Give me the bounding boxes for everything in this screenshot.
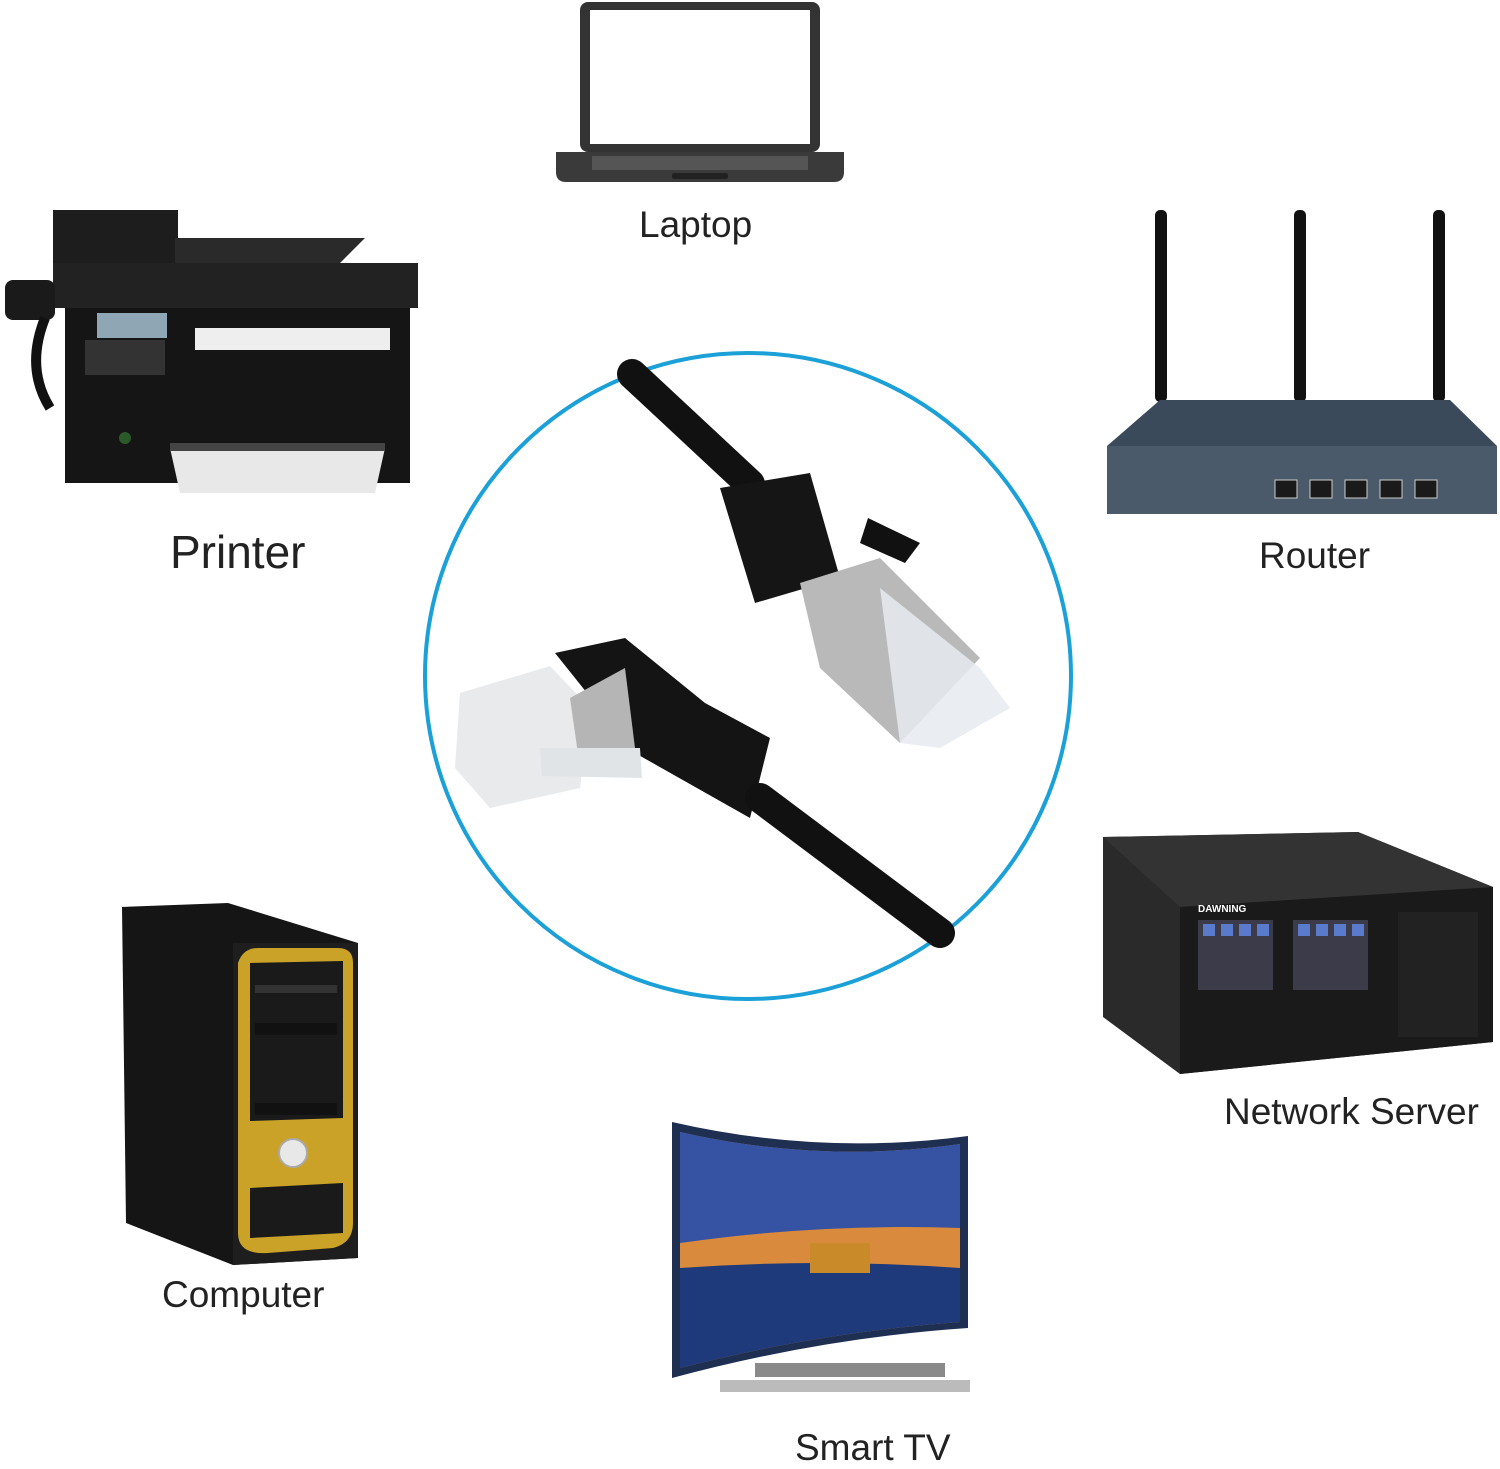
- tv-icon: [660, 1118, 972, 1403]
- computer-icon: [118, 903, 363, 1268]
- laptop-icon: [552, 0, 848, 186]
- router-icon: [1105, 208, 1500, 518]
- computer-label: Computer: [162, 1274, 325, 1315]
- printer-label: Printer: [170, 526, 306, 578]
- server-brand: DAWNING: [1198, 904, 1247, 915]
- server-label: Network Server: [1224, 1091, 1479, 1132]
- laptop-label: Laptop: [639, 204, 753, 245]
- tv-label: Smart TV: [795, 1427, 951, 1468]
- ethernet-cable-icon: [420, 348, 1076, 1004]
- router-label: Router: [1259, 535, 1371, 576]
- server-icon: DAWNING: [1098, 832, 1500, 1077]
- printer-icon: [5, 208, 425, 498]
